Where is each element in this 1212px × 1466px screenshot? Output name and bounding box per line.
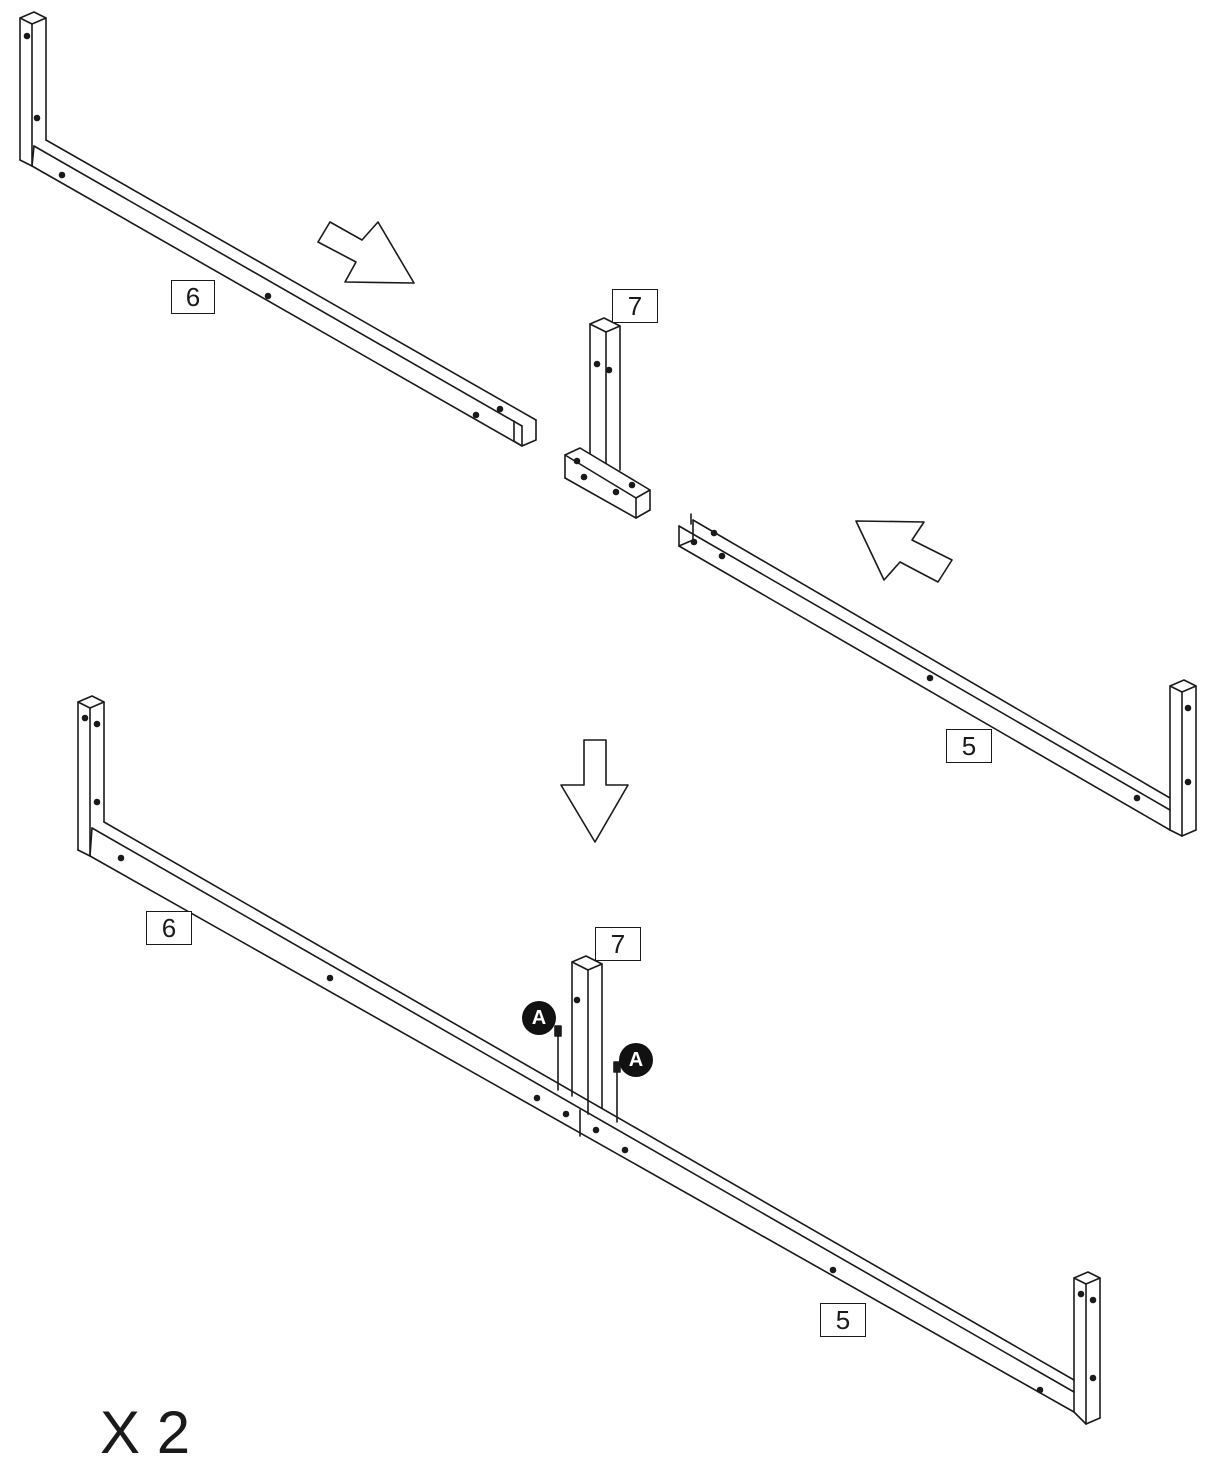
assembly-diagram: 6 7 5 6 7 5 A A X 2	[19, 11, 1197, 1463]
part-label-7-assembled: 7	[595, 927, 641, 961]
part-label-5-assembled: 5	[820, 1303, 866, 1337]
arrow-left-up-icon	[855, 520, 953, 583]
part-label-6-assembled: 6	[146, 911, 192, 945]
fastener-a-badge-right: A	[619, 1043, 653, 1077]
part-label-5-exploded: 5	[946, 729, 992, 763]
part-6-rail	[19, 11, 537, 447]
diagram-drawing	[19, 11, 1197, 1425]
fastener-a-badge-left: A	[522, 1001, 556, 1035]
part-label-7-exploded: 7	[612, 289, 658, 323]
assembled-frame	[77, 695, 1101, 1425]
quantity-label: X 2	[100, 1399, 191, 1466]
arrow-down-icon	[560, 739, 629, 843]
part-5-rail	[678, 513, 1197, 837]
part-label-6-exploded: 6	[171, 280, 215, 314]
arrow-right-down-icon	[317, 221, 415, 284]
part-7-post	[564, 317, 651, 519]
